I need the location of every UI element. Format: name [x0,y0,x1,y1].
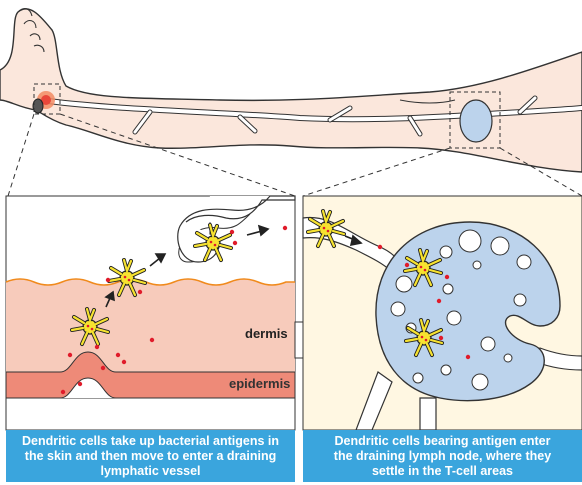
leg [0,9,582,196]
lymph-node-panel [303,196,582,430]
caption-right: Dendritic cells bearing antigen enter th… [303,430,582,482]
caption-right-text: Dendritic cells bearing antigen enter th… [334,434,551,479]
epidermis-label: epidermis [229,376,290,391]
caption-left-text: Dendritic cells take up bacterial antige… [22,434,279,479]
caption-left: Dendritic cells take up bacterial antige… [6,430,295,482]
skin-panel [6,196,295,430]
dermis-label: dermis [245,326,288,341]
